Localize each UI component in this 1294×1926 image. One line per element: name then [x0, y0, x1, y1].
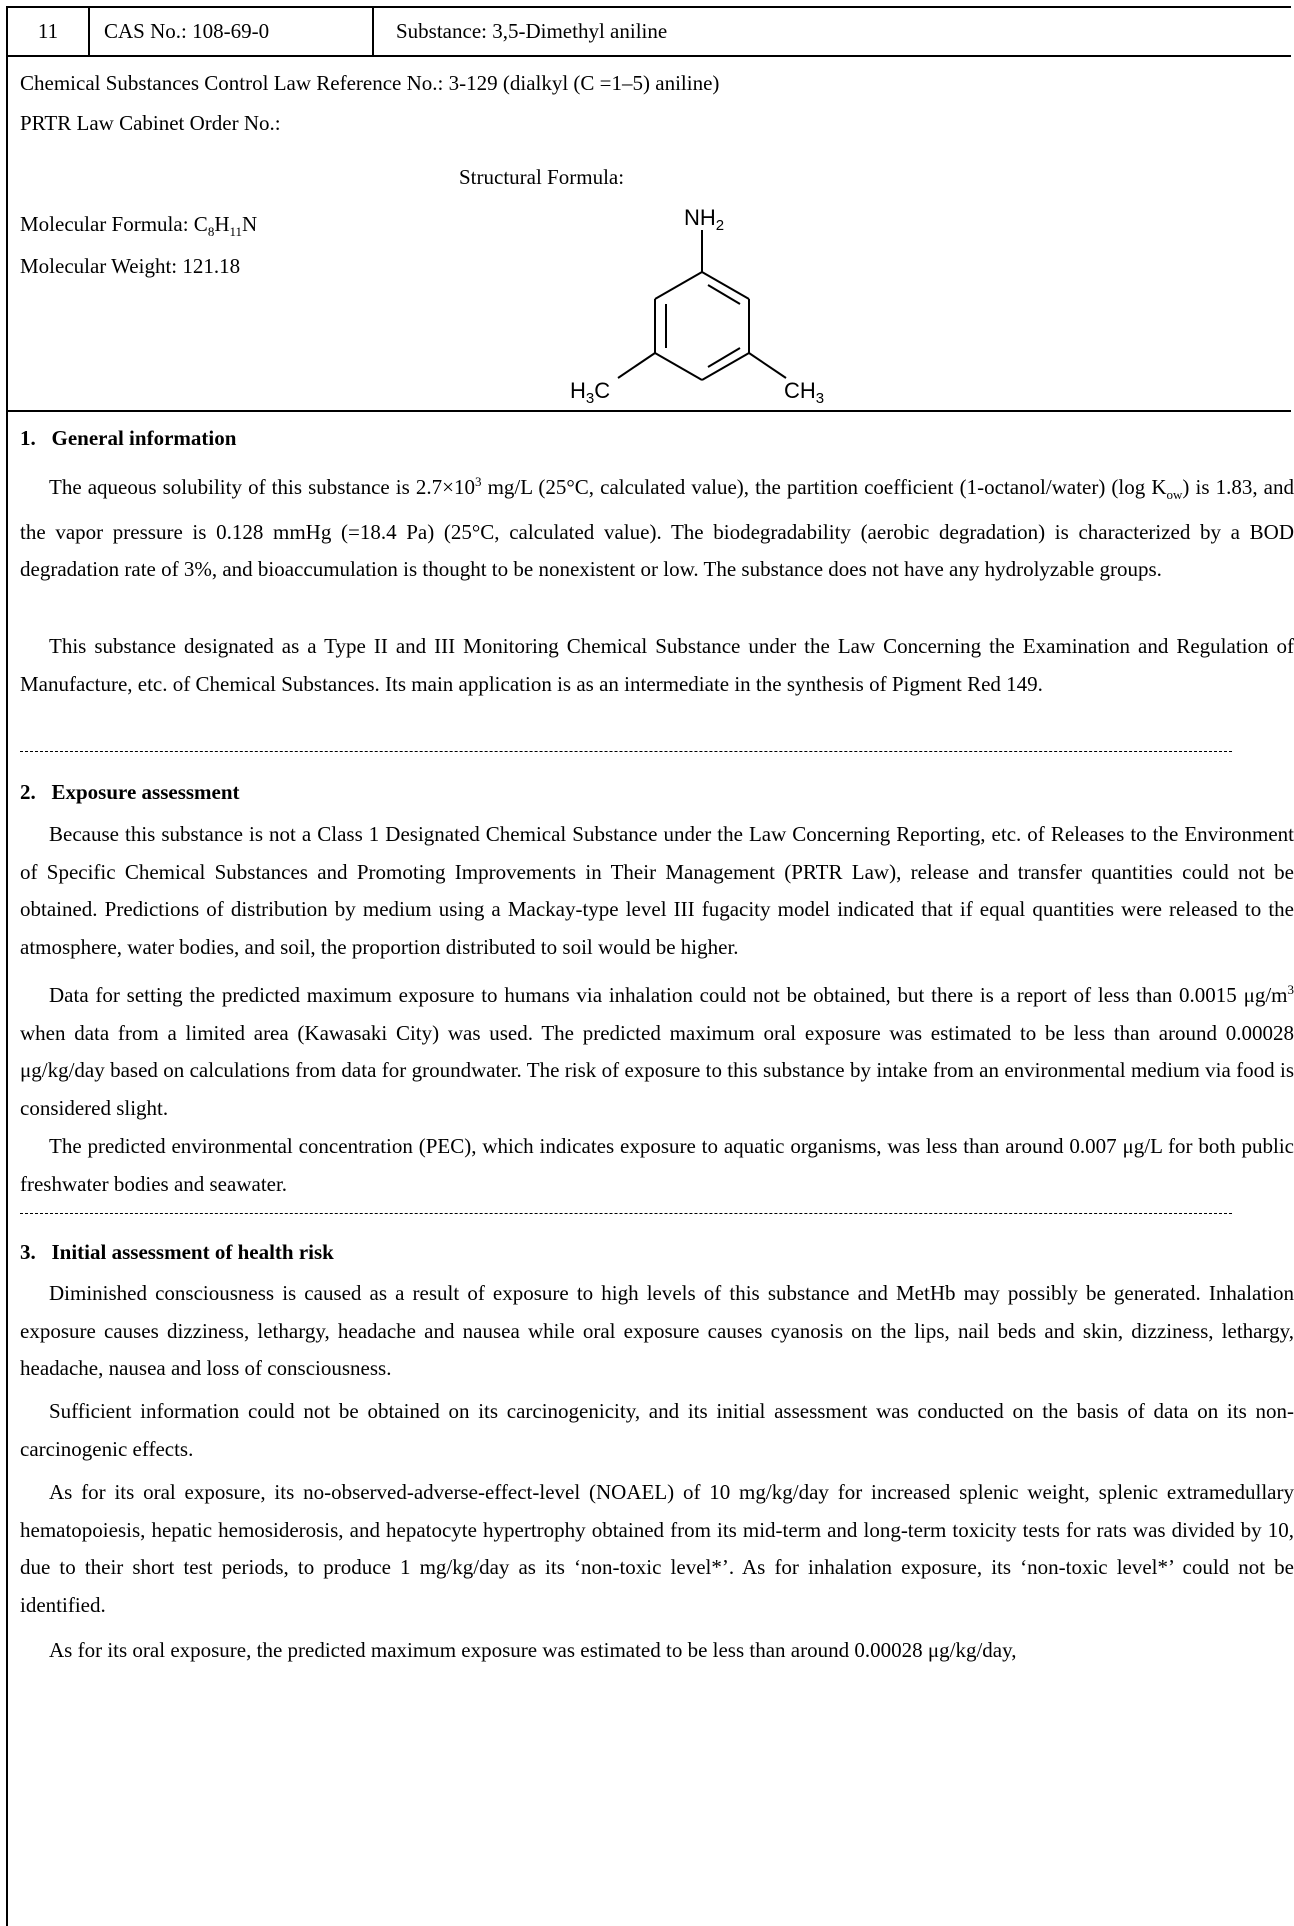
- section-3-paragraph-1: Diminished consciousness is caused as a …: [20, 1281, 1294, 1380]
- header-row: 11 CAS No.: 108-69-0 Substance: 3,5-Dime…: [8, 8, 1291, 57]
- section-3-paragraph-3: As for its oral exposure, its no-observe…: [20, 1480, 1294, 1617]
- section-1-paragraph-1: The aqueous solubility of this substance…: [20, 463, 1294, 589]
- section-2-paragraph-1: Because this substance is not a Class 1 …: [20, 822, 1294, 959]
- nh2-label: NH2: [684, 205, 724, 234]
- superscript: 3: [475, 474, 482, 489]
- formula-nitrogen: N: [242, 212, 258, 236]
- text-run: mg/L (25°C, calculated value), the parti…: [481, 475, 1167, 499]
- document-frame: 11 CAS No.: 108-69-0 Substance: 3,5-Dime…: [6, 6, 1294, 1926]
- left-methyl-label: H3C: [570, 378, 610, 407]
- left-methyl-bond: [617, 352, 656, 379]
- subscript: ow: [1166, 487, 1183, 503]
- cas-number: CAS No.: 108-69-0: [90, 8, 374, 55]
- molecular-formula-label: Molecular Formula:: [20, 212, 194, 236]
- section-3-paragraph-4: As for its oral exposure, the predicted …: [49, 1638, 1017, 1662]
- info-divider: [8, 410, 1291, 412]
- text-run: when data from a limited area (Kawasaki …: [20, 1020, 1294, 1120]
- benzene-ring: [617, 230, 787, 381]
- structural-formula-label: Structural Formula:: [459, 165, 625, 189]
- ring-bond: [654, 271, 703, 300]
- section-1-heading: 1. General information: [20, 426, 237, 450]
- formula-hydrogen: H: [214, 212, 230, 236]
- ring-bond: [654, 352, 703, 381]
- structural-formula-diagram: NH2 H3C CH3: [570, 205, 824, 407]
- text-run: ) is 1.83, and the vapor pressure is 0.1…: [20, 475, 1294, 582]
- section-divider: [20, 751, 1232, 752]
- entry-number: 11: [8, 8, 90, 55]
- superscript: 3: [1287, 982, 1294, 997]
- section-3-paragraph-2: Sufficient information could not be obta…: [20, 1399, 1294, 1461]
- ring-bond: [701, 352, 750, 381]
- section-2-paragraph-2: Data for setting the predicted maximum e…: [20, 971, 1294, 1127]
- reference-number: Chemical Substances Control Law Referenc…: [20, 71, 720, 95]
- prtr-order-number: PRTR Law Cabinet Order No.:: [20, 111, 281, 135]
- text-run: Data for setting the predicted maximum e…: [49, 983, 1288, 1007]
- formula-carbon-count: 8: [207, 224, 215, 240]
- section-3-heading: 3. Initial assessment of health risk: [20, 1240, 334, 1264]
- double-bond-inner: [707, 347, 741, 368]
- ring-bond: [701, 271, 750, 300]
- molecular-formula: Molecular Formula: C8H11N: [20, 212, 257, 240]
- section-2-heading: 2. Exposure assessment: [20, 780, 240, 804]
- double-bond-inner: [707, 284, 741, 305]
- right-methyl-bond: [748, 352, 787, 379]
- section-2-paragraph-3: The predicted environmental concentratio…: [20, 1134, 1294, 1196]
- substance-name: Substance: 3,5-Dimethyl aniline: [396, 19, 668, 43]
- right-methyl-label: CH3: [784, 378, 824, 407]
- text-run: The aqueous solubility of this substance…: [49, 475, 475, 499]
- molecular-weight: Molecular Weight: 121.18: [20, 254, 241, 278]
- formula-hydrogen-count: 11: [229, 224, 243, 240]
- section-divider: [20, 1213, 1232, 1214]
- formula-carbon: C: [193, 212, 208, 236]
- section-1-paragraph-2: This substance designated as a Type II a…: [20, 634, 1294, 696]
